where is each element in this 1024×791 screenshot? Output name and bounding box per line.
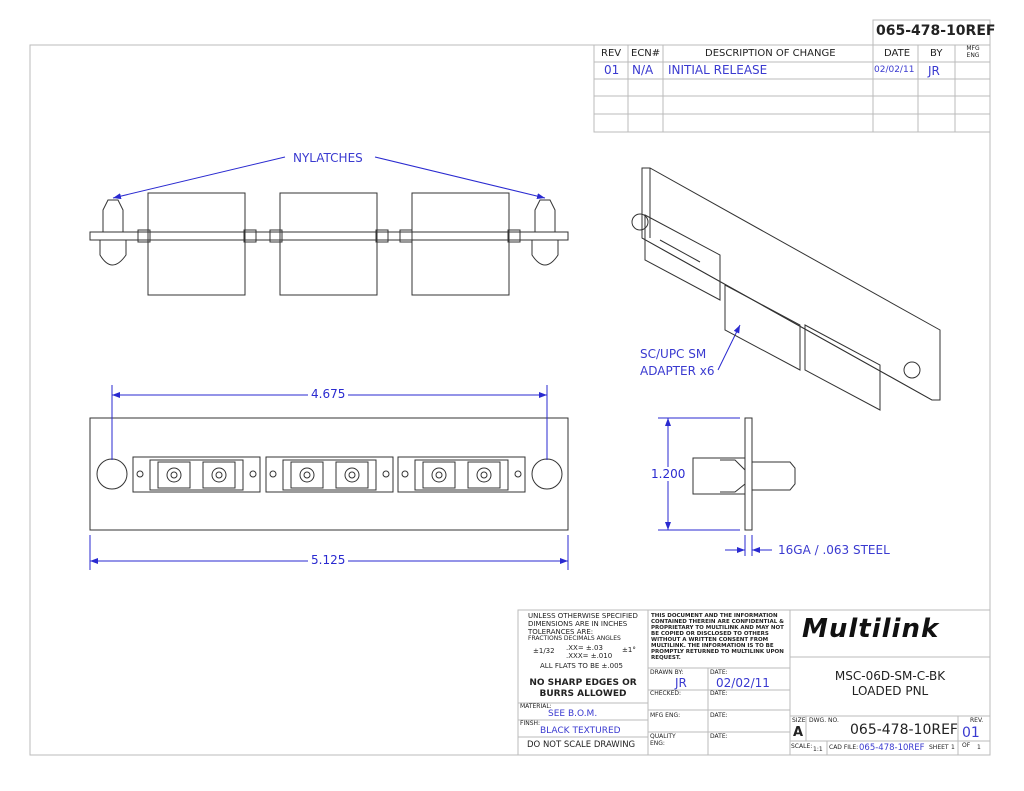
mfg-eng-header: MFG ENG	[966, 45, 980, 59]
material-note: 16GA / .063 STEEL	[778, 543, 890, 557]
rev-header: REV	[601, 48, 622, 59]
ecn-cell: N/A	[632, 63, 654, 77]
dwg-no-value: 065-478-10REF	[850, 722, 958, 738]
top-doc-number: 065-478-10REF	[876, 23, 996, 39]
material-label: MATERIAL:	[520, 703, 552, 710]
do-not-scale-note: DO NOT SCALE DRAWING	[527, 740, 636, 750]
sheet-label: SHEET	[929, 744, 949, 751]
rev-cell: 01	[604, 63, 620, 77]
dimension-5125: 5.125	[308, 553, 349, 567]
drawn-by-value: JR	[675, 676, 687, 690]
no-sharp-edges-line2: BURRS ALLOWED	[539, 689, 627, 699]
tolerance-decimal-2: .XX= ±.03	[566, 644, 603, 652]
checked-label: CHECKED:	[650, 690, 682, 697]
drawing-title-line1: MSC-06D-SM-C-BK	[834, 669, 946, 683]
drawn-by-label: DRAWN BY:	[650, 669, 684, 676]
side-view	[692, 417, 796, 531]
description-header: DESCRIPTION OF CHANGE	[705, 48, 836, 59]
tolerance-line: UNLESS OTHERWISE SPECIFIED	[528, 612, 638, 620]
material-value: SEE B.O.M.	[548, 709, 598, 719]
description-cell: INITIAL RELEASE	[668, 63, 768, 77]
mfg-date-label: DATE:	[710, 712, 728, 719]
date-header: DATE	[884, 48, 911, 59]
tolerance-line: TOLERANCES ARE:	[528, 628, 594, 636]
rev-value: 01	[962, 725, 980, 741]
drawing-title-line2: LOADED PNL	[851, 684, 929, 698]
drawn-date-value: 02/02/11	[716, 676, 770, 690]
tolerance-headings: FRACTIONS DECIMALS ANGLES	[528, 635, 621, 642]
by-header: BY	[930, 48, 943, 59]
mfg-eng-label: MFG ENG:	[650, 712, 681, 719]
dimension-lines	[89, 324, 772, 570]
scale-label: SCALE:	[791, 743, 813, 750]
rev-label: REV.	[970, 717, 984, 724]
quality-eng-label: QUALITY ENG:	[650, 733, 676, 747]
flats-note: ALL FLATS TO BE ±.005	[540, 662, 624, 670]
sheet-value: 1	[951, 744, 955, 751]
cad-file-value: 065-478-10REF	[859, 743, 925, 753]
quality-date-label: DATE:	[710, 733, 728, 740]
tolerance-decimal-3: .XXX= ±.010	[566, 652, 613, 660]
ecn-header: ECN#	[631, 48, 661, 59]
of-value: 1	[977, 744, 981, 751]
adapter-label-line1: SC/UPC SM	[640, 347, 707, 361]
scale-value: 1:1	[813, 746, 823, 753]
size-label: SIZE	[792, 717, 806, 724]
checked-date-label: DATE:	[710, 690, 728, 697]
top-view	[89, 192, 569, 296]
tolerance-angles: ±1°	[622, 646, 636, 654]
by-cell: JR	[928, 64, 940, 78]
of-label: OF	[962, 742, 971, 749]
tolerance-line: DIMENSIONS ARE IN INCHES	[528, 620, 628, 628]
nylatches-label: NYLATCHES	[293, 151, 363, 165]
tolerance-note: UNLESS OTHERWISE SPECIFIED DIMENSIONS AR…	[528, 612, 638, 636]
isometric-view	[631, 167, 941, 411]
date-cell: 02/02/11	[874, 65, 915, 75]
finish-value: BLACK TEXTURED	[540, 726, 621, 736]
multilink-logo: Multilink	[802, 614, 940, 644]
nylatches-leaders	[112, 156, 546, 200]
drawn-date-label: DATE:	[710, 669, 728, 676]
size-value: A	[793, 725, 804, 740]
confidentiality-notice: THIS DOCUMENT AND THE INFORMATION CONTAI…	[651, 613, 784, 661]
no-sharp-edges-line1: NO SHARP EDGES OR	[529, 678, 637, 688]
tolerance-fractions: ±1/32	[533, 647, 555, 655]
dimension-1200: 1.200	[648, 467, 689, 481]
sheet-border	[29, 44, 991, 756]
adapter-label-line2: ADAPTER x6	[640, 364, 715, 378]
dimension-4675: 4.675	[308, 387, 349, 401]
dwg-no-label: DWG. NO.	[809, 717, 839, 724]
title-block-grid	[517, 609, 991, 756]
cad-file-label: CAD FILE:	[829, 744, 859, 751]
revision-table-grid	[593, 19, 991, 133]
finish-label: FINSH:	[520, 720, 541, 727]
front-view	[89, 417, 569, 531]
